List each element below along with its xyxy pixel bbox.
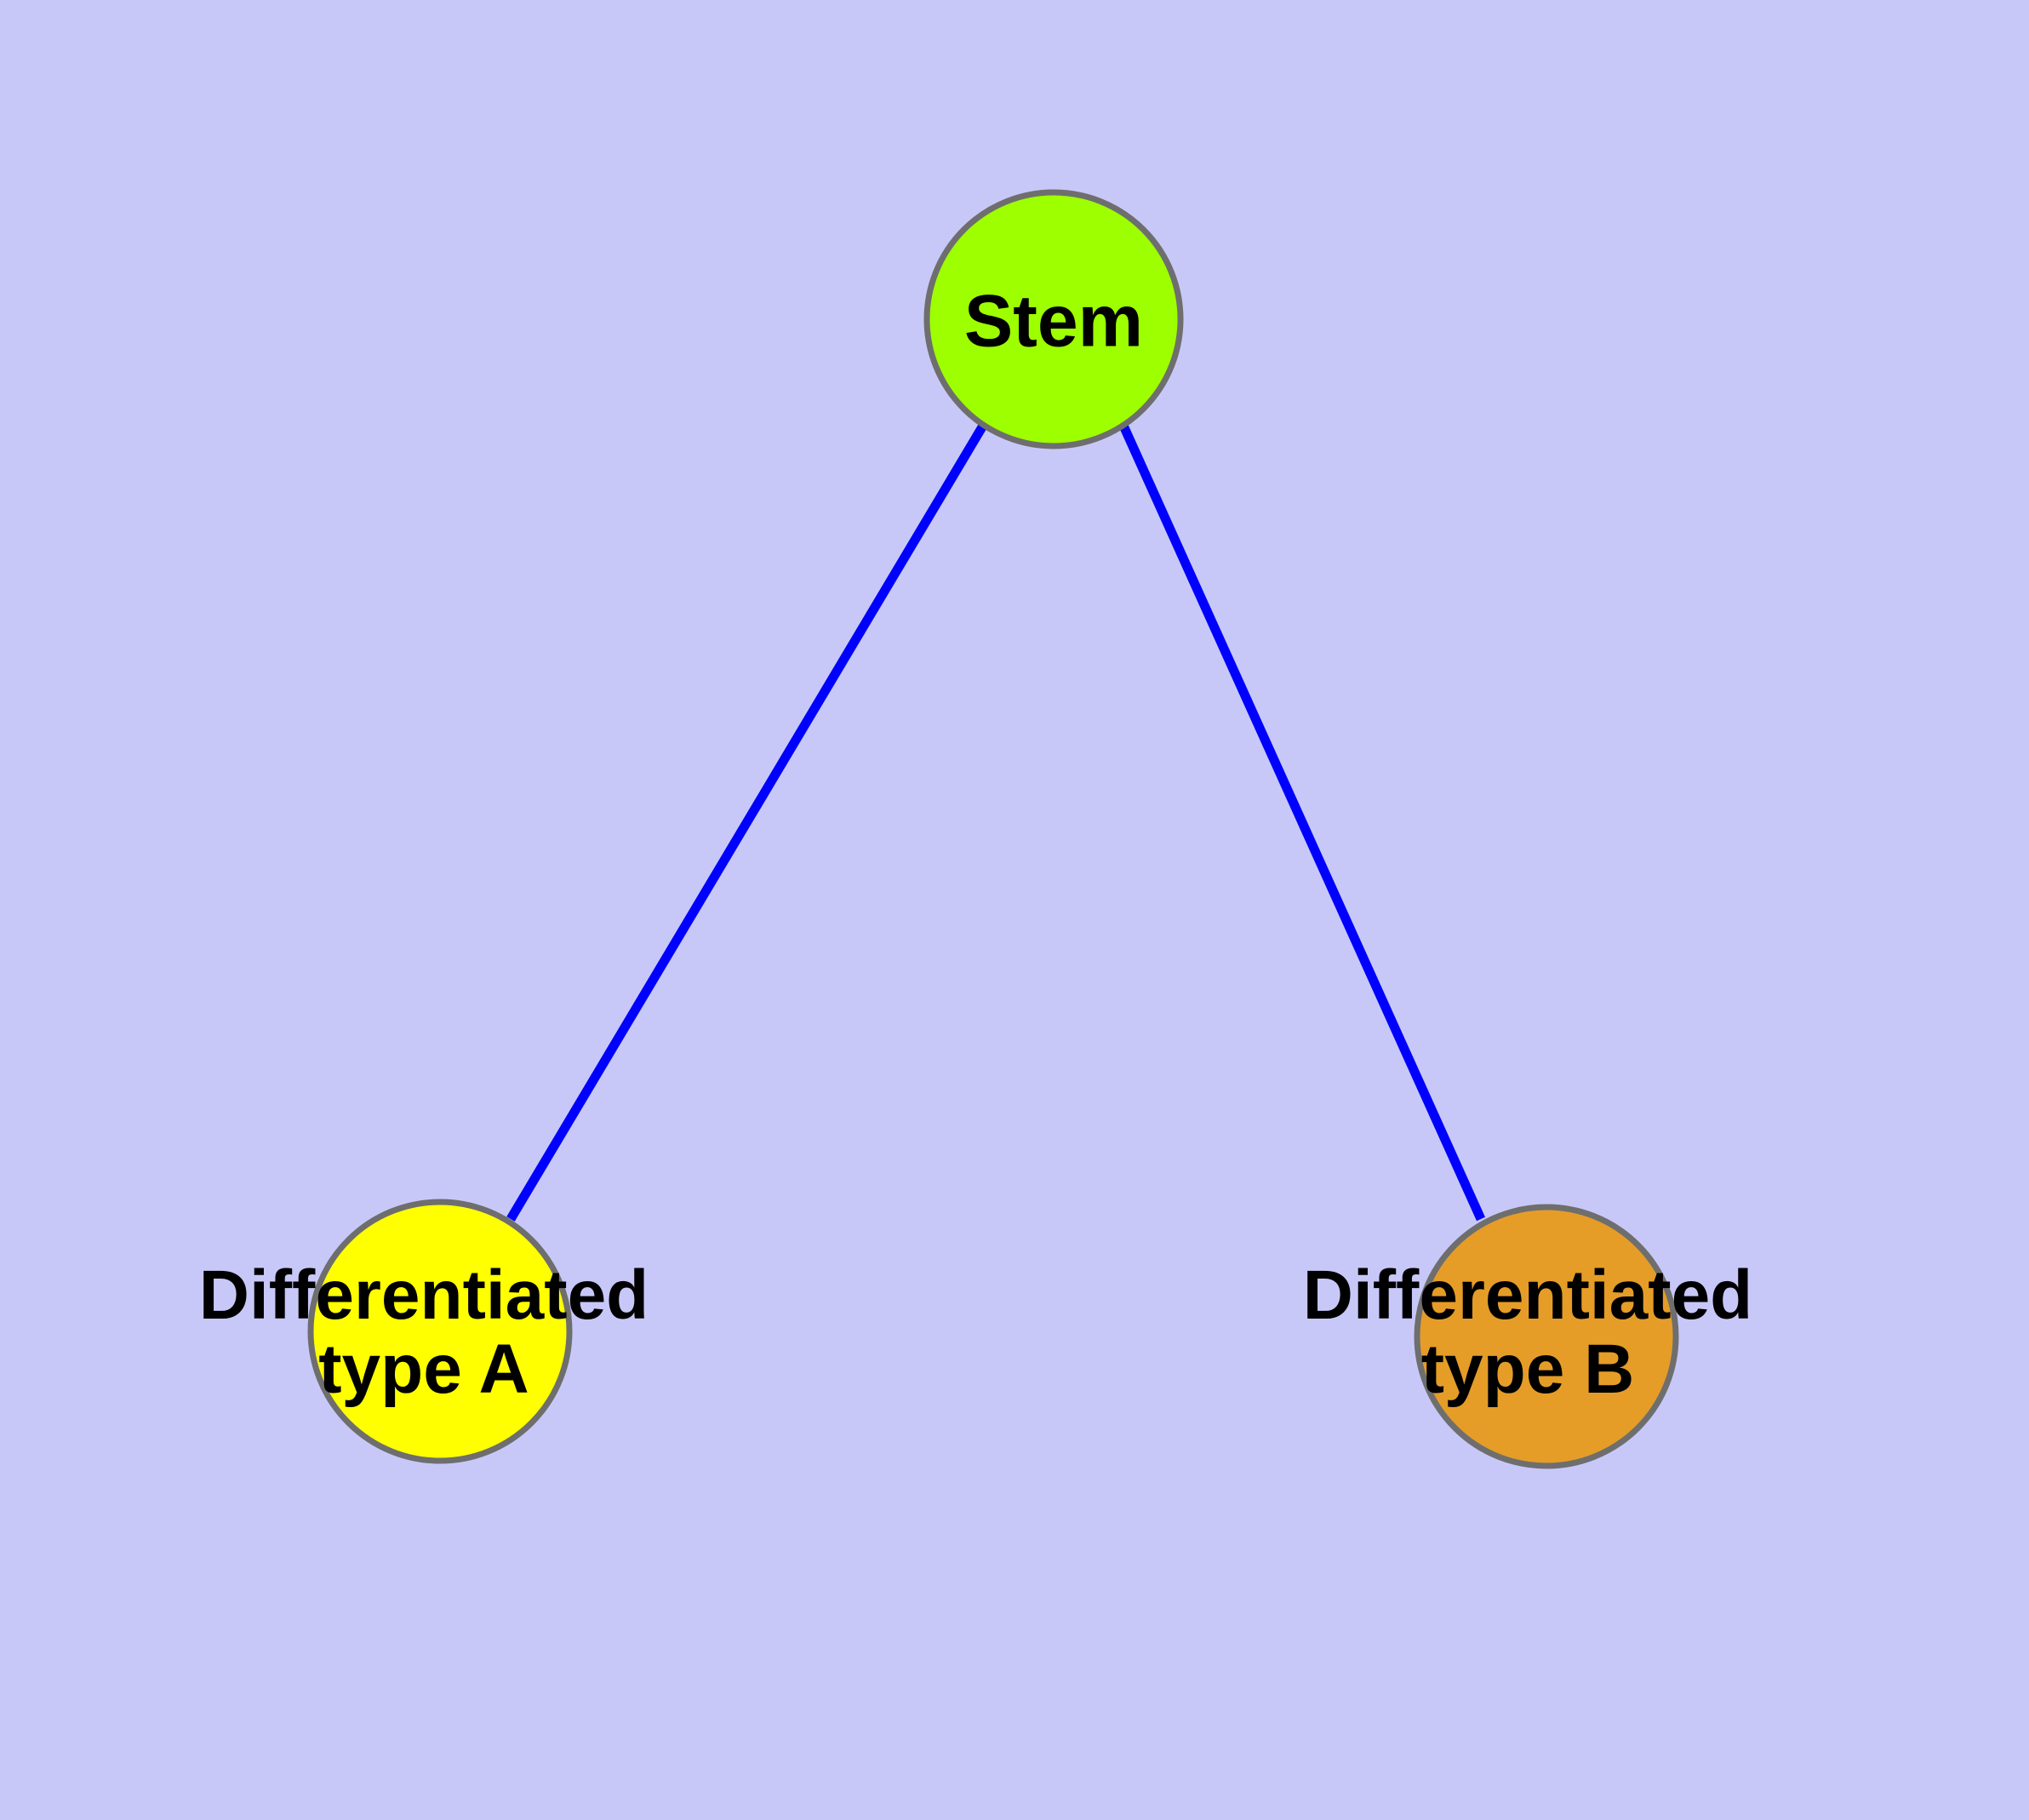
- edge-stem-to-diff-b[interactable]: [1118, 423, 1486, 1222]
- node-stem[interactable]: [923, 189, 1184, 449]
- node-diff-a[interactable]: [307, 1199, 573, 1464]
- node-diff-b[interactable]: [1414, 1204, 1679, 1469]
- edge-stem-to-diff-a[interactable]: [506, 423, 987, 1222]
- edge-layer: [506, 423, 1486, 1222]
- node-layer: [307, 189, 1679, 1469]
